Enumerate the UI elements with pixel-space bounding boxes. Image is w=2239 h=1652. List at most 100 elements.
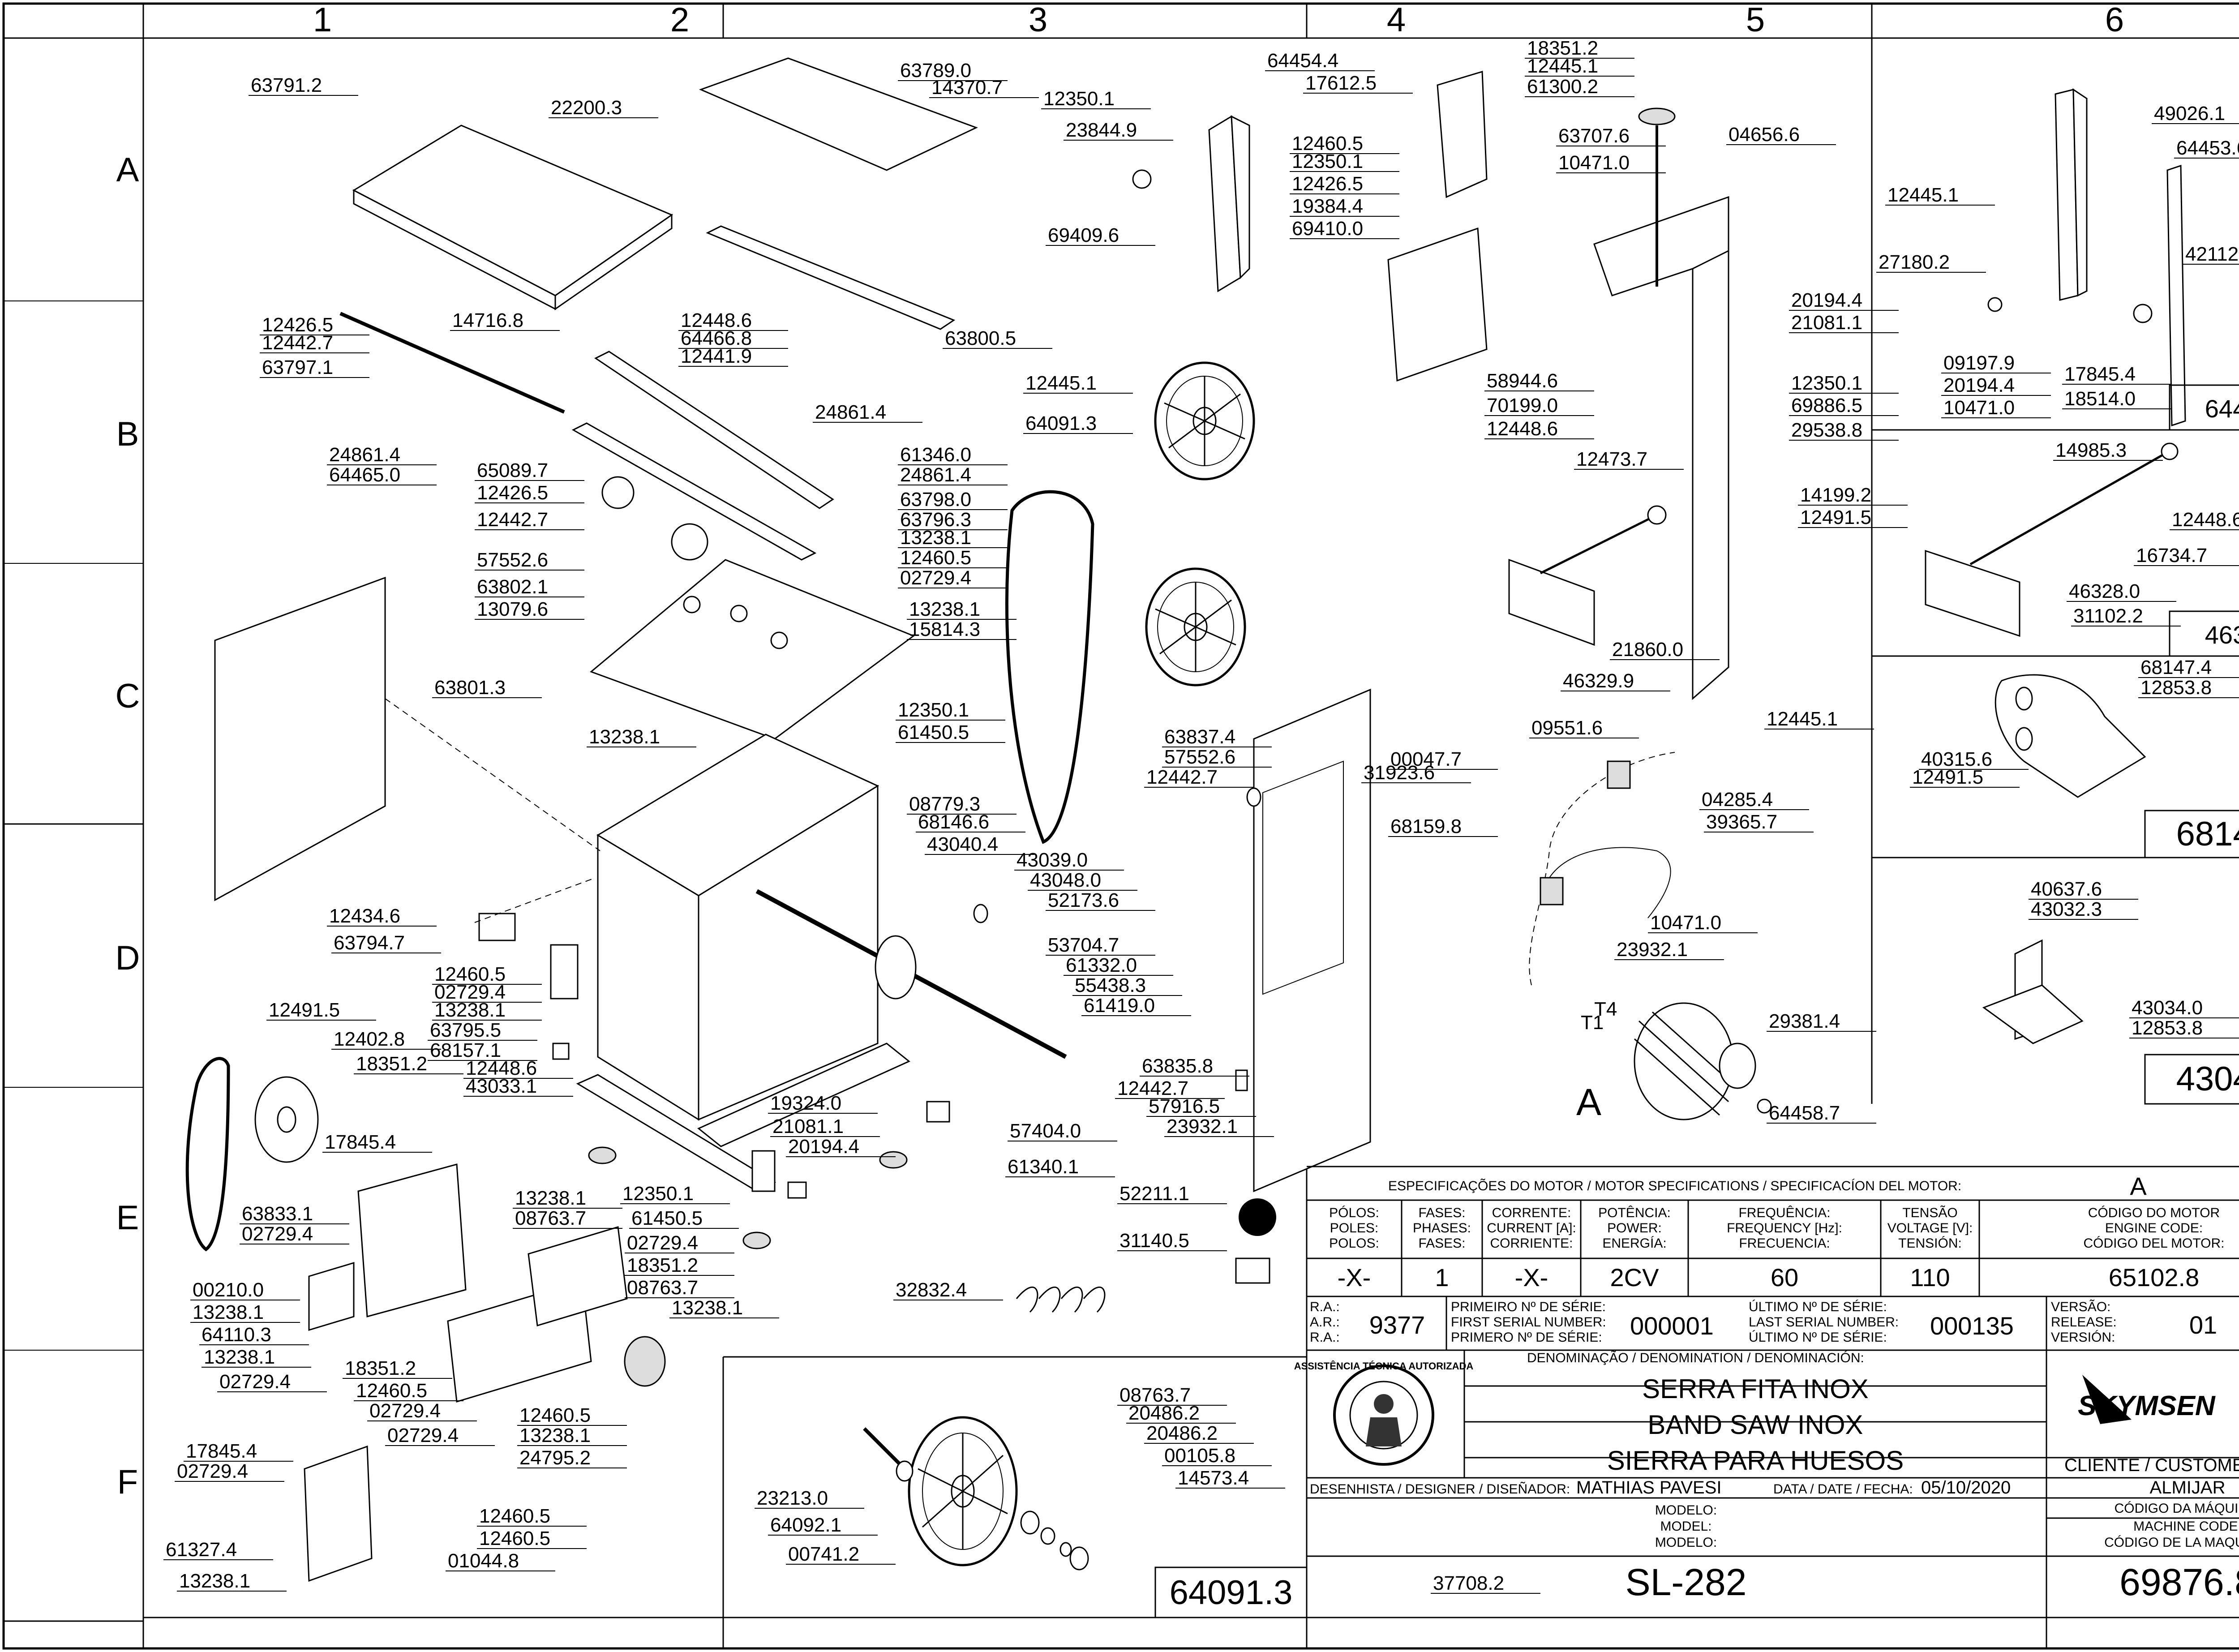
part-callout: 02729.4 xyxy=(219,1371,291,1393)
version-value: 01 xyxy=(2189,1311,2217,1339)
part-callout: 49026.1 xyxy=(2154,103,2225,124)
part-callout: 61450.5 xyxy=(898,721,969,743)
part-callout: 61332.0 xyxy=(1066,954,1137,976)
part-callout: 13238.1 xyxy=(193,1301,264,1323)
machine-code-value: 69876.8 xyxy=(2119,1561,2239,1603)
part-callout: 18351.2 xyxy=(345,1357,416,1379)
model-label-3: MODELO: xyxy=(1655,1535,1717,1550)
part-callout: 12460.5 xyxy=(1292,133,1363,154)
spec-header-frequency-1: FREQUÊNCIA: xyxy=(1738,1206,1830,1220)
part-callout: 00105.8 xyxy=(1164,1445,1235,1467)
part-callout: 12442.7 xyxy=(1117,1077,1188,1099)
part-callout: 02729.4 xyxy=(387,1425,459,1446)
part-callout: 08763.7 xyxy=(627,1277,698,1299)
part-callout: 63801.3 xyxy=(434,677,506,699)
part-callout: 31102.2 xyxy=(2073,605,2143,627)
part-callout: 64453.6 xyxy=(2176,137,2239,159)
bottom-wheel xyxy=(908,1416,1018,1566)
part-callout: 13079.6 xyxy=(477,598,548,620)
part-callout: 12853.8 xyxy=(2140,677,2212,699)
part-callout: 65089.7 xyxy=(477,459,548,481)
part-callout: 68159.8 xyxy=(1390,815,1462,837)
last-serial-value: 000135 xyxy=(1930,1312,2014,1340)
part-callout: 12491.5 xyxy=(1800,506,1871,528)
part-callout: 63835.8 xyxy=(1142,1055,1213,1077)
part-callout: 63802.1 xyxy=(477,576,548,598)
part-callout: 00210.0 xyxy=(193,1279,264,1301)
part-callout: 29381.4 xyxy=(1769,1010,1840,1032)
spec-header-poles-3: POLOS: xyxy=(1329,1236,1379,1251)
part-callout: 18514.0 xyxy=(2064,388,2136,410)
part-callout: 23932.1 xyxy=(1167,1116,1238,1137)
part-callout: 12350.1 xyxy=(1791,372,1862,394)
part-callout: 08779.3 xyxy=(909,793,980,815)
part-callout: 24861.4 xyxy=(329,444,400,466)
part-callout: 13238.1 xyxy=(204,1346,275,1368)
part-callout: 24861.4 xyxy=(900,464,971,486)
part-callout: 08763.7 xyxy=(515,1207,586,1229)
upper-wheel xyxy=(1154,361,1255,481)
part-callout: 40315.6 xyxy=(1921,748,1992,770)
motor xyxy=(1634,1002,1772,1120)
part-callout: 39365.7 xyxy=(1706,811,1777,833)
grid-col-5: 5 xyxy=(1746,1,1765,39)
part-callout: 19324.0 xyxy=(770,1092,841,1114)
part-callout: 12460.5 xyxy=(900,547,971,569)
spec-header-power-1: POTÊNCIA: xyxy=(1598,1206,1671,1220)
part-callout: 12445.1 xyxy=(1025,372,1097,394)
ref-43048-0: 43048.0 xyxy=(2176,1060,2239,1098)
part-callout: 57552.6 xyxy=(477,549,548,571)
part-callout: 12442.7 xyxy=(477,509,548,531)
part-callout: 21860.0 xyxy=(1612,639,1683,661)
part-callout: 09197.9 xyxy=(1943,352,2015,374)
spec-value-current: -X- xyxy=(1515,1263,1548,1292)
part-callout: 12434.6 xyxy=(329,905,400,927)
spec-header-power-3: ENERGÍA: xyxy=(1602,1236,1666,1251)
model-label-2: MODEL: xyxy=(1660,1519,1711,1534)
designer-label: DESENHISTA / DESIGNER / DISEÑADOR: xyxy=(1310,1481,1570,1497)
part-callout: 14199.2 xyxy=(1800,484,1871,506)
lower-wheel xyxy=(1145,567,1246,687)
part-callout: 57552.6 xyxy=(1164,746,1235,768)
part-callout: 53704.7 xyxy=(1048,934,1119,956)
part-callout: 27180.2 xyxy=(1879,251,1950,273)
part-callout: 61300.2 xyxy=(1527,76,1598,98)
date-label: DATA / DATE / FECHA: xyxy=(1773,1482,1913,1497)
part-callout: 64466.8 xyxy=(681,327,752,349)
part-callout: 13238.1 xyxy=(589,726,660,748)
part-callouts: 63791.222200.363789.014370.712350.123844… xyxy=(163,37,2239,1594)
part-callout: 32832.4 xyxy=(896,1279,967,1301)
title-block: ESPECIFICAÇÕES DO MOTOR / MOTOR SPECIFIC… xyxy=(1294,1166,2239,1648)
part-callout: 63833.1 xyxy=(242,1203,313,1225)
part-callout: 63800.5 xyxy=(945,327,1016,349)
customer-value: ALMIJAR xyxy=(2150,1478,2226,1498)
grid-row-e: E xyxy=(116,1199,139,1237)
spec-value-engine-code: 65102.8 xyxy=(2109,1263,2199,1292)
part-callout: 69410.0 xyxy=(1292,218,1363,240)
spec-header-voltage-3: TENSIÓN: xyxy=(1898,1236,1962,1251)
part-callout: 23844.9 xyxy=(1066,119,1137,141)
part-callout: 46329.9 xyxy=(1563,670,1634,692)
part-callout: 52173.6 xyxy=(1048,889,1119,911)
brand-name: SKYMSEN xyxy=(2078,1390,2216,1421)
part-callout: 00741.2 xyxy=(788,1543,859,1565)
grid-col-1: 1 xyxy=(313,1,332,39)
part-callout: 22200.3 xyxy=(551,97,622,119)
motor-letter: A xyxy=(1576,1081,1601,1123)
grid-column-labels: 1 2 3 4 5 6 xyxy=(313,1,2124,39)
part-callout: 12460.5 xyxy=(356,1380,427,1402)
part-callout: 24861.4 xyxy=(815,401,886,423)
part-callout: 69409.6 xyxy=(1048,224,1119,246)
grid-row-a: A xyxy=(116,151,139,189)
part-callout: 09551.6 xyxy=(1531,717,1603,739)
part-callout: 63789.0 xyxy=(900,60,971,82)
part-callout: 55438.3 xyxy=(1075,974,1146,996)
part-callout: 61340.1 xyxy=(1008,1156,1079,1178)
version-label-2: RELEASE: xyxy=(2051,1315,2117,1330)
spec-header-current-3: CORRIENTE: xyxy=(1490,1236,1573,1251)
ra-label-2: A.R.: xyxy=(1310,1315,1340,1330)
ref-68146-6: 68146.6 xyxy=(2176,815,2239,853)
part-callout: 61419.0 xyxy=(1084,995,1155,1017)
model-value: SL-282 xyxy=(1626,1561,1747,1603)
